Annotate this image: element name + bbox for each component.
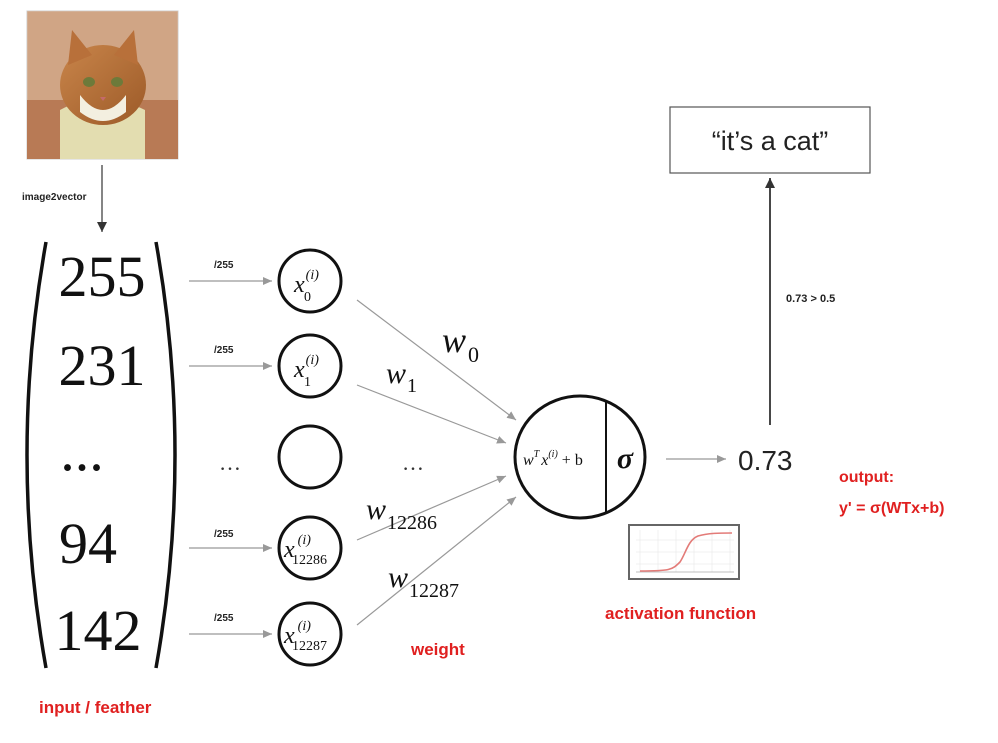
vector-value: 94 [59,511,117,576]
input-node [277,515,343,581]
neuron [513,394,647,520]
weight-label: w0 [442,320,479,367]
vector-value: 255 [59,244,146,309]
sigmoid-thumbnail [628,524,740,580]
result-text: “it’s a cat” [712,126,829,156]
normalize-label: /255 [214,260,234,271]
weight-label: w1 [386,357,417,397]
input-node-label: x(i)12286 [283,533,327,568]
input-caption: input / feather [39,698,152,717]
weight-arrow [356,475,507,541]
normalize-label: /255 [214,613,234,624]
weight-arrow [356,496,517,626]
sigmoid-curve [639,532,733,572]
weight-arrow [356,384,507,444]
result-box [669,106,871,174]
image2vector-label: image2vector [22,192,87,203]
row-ellipsis: … [402,450,424,475]
vector-value: ... [60,418,104,483]
vector-value: 231 [59,333,146,398]
input-node [277,333,343,399]
weight-label: w12286 [366,493,437,534]
normalize-label: /255 [214,529,234,540]
row-ellipsis: … [219,450,241,475]
weight-arrow [356,299,517,421]
normalize-label: /255 [214,345,234,356]
input-node [277,601,343,667]
activation-function-label: activation function [605,604,756,623]
input-node [277,248,343,314]
vector-value: 142 [55,598,142,663]
vector-right-paren [154,241,177,669]
weight-caption: weight [410,640,465,659]
neuron-sigma: σ [617,442,634,475]
output-title: output: [839,469,894,486]
threshold-label: 0.73 > 0.5 [786,293,835,305]
weight-label: w12287 [388,561,459,602]
input-node-label: x(i)0 [293,268,319,305]
cat-photo [26,10,179,160]
output-formula: y' = σ(WTx+b) [839,500,944,517]
input-node-label: x(i)12287 [283,619,327,654]
input-node [277,424,343,490]
vector-left-paren [25,241,48,669]
output-value: 0.73 [738,445,793,476]
input-node-label: x(i)1 [293,353,319,390]
